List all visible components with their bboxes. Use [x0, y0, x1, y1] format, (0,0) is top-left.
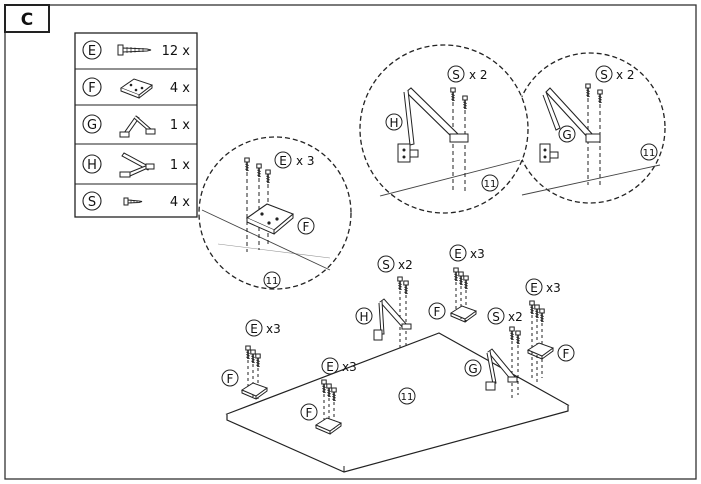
main-hinge-g: S x2 G [464, 307, 523, 400]
part-letter: F [88, 81, 95, 96]
part-letter: G [87, 118, 97, 133]
main-panel-board: 11 [225, 332, 570, 473]
callout-letter: E [250, 322, 258, 336]
hinge-stay-h-icon [119, 152, 155, 178]
part-callout: F [434, 305, 441, 319]
part-callout: F [303, 220, 310, 234]
main-plate-top: E x3 F [428, 244, 485, 323]
part-callout: F [563, 347, 570, 361]
part-qty: 4 x [170, 81, 190, 96]
callout-qty: x 2 [616, 68, 635, 82]
part-letter: H [87, 158, 97, 173]
part-letter: E [88, 44, 96, 59]
step-label-box: C [4, 4, 50, 33]
callout-letter: S [382, 258, 390, 272]
callout-letter: S [600, 68, 608, 82]
detail-hinge-h-screws [449, 87, 469, 192]
part-qty: 1 x [170, 158, 190, 173]
main-hinge-h: S x2 H [355, 255, 413, 350]
main-plate-right: E x3 F [525, 278, 575, 382]
part-callout: G [468, 362, 477, 376]
board-number: 11 [484, 179, 497, 190]
corner-plate-icon [119, 78, 154, 99]
part-callout: H [389, 116, 398, 130]
part-qty: 12 x [162, 44, 191, 59]
parts-list: E 12 x F 4 x G [74, 32, 198, 218]
part-row-g: G 1 x [82, 114, 190, 138]
callout-qty: x3 [470, 247, 485, 261]
detail-plate-circle: E x 3 F 11 [198, 136, 352, 290]
callout-letter: S [452, 68, 460, 82]
small-screw-icon [123, 197, 143, 206]
board-number: 11 [643, 148, 656, 159]
part-letter: S [88, 195, 96, 210]
step-label: C [21, 10, 33, 30]
main-plate-bottom: E x3 F [300, 357, 357, 435]
board-number: 11 [401, 392, 414, 403]
hinge-stay-g-icon [119, 115, 156, 138]
part-row-e: E 12 x [82, 40, 191, 60]
part-qty: 4 x [170, 195, 190, 210]
callout-letter: E [530, 281, 538, 295]
hinge-stay-h-icon [397, 87, 469, 163]
callout-qty: x 2 [469, 68, 488, 82]
part-row-s: S 4 x [82, 191, 190, 211]
wood-screw-icon [117, 44, 152, 56]
callout-qty: x3 [546, 281, 561, 295]
callout-qty: x 3 [296, 154, 315, 168]
board-number: 11 [266, 276, 279, 287]
callout-qty: x2 [398, 258, 413, 272]
part-row-h: H 1 x [82, 152, 190, 178]
part-callout: H [359, 310, 368, 324]
callout-letter: S [492, 310, 500, 324]
detail-hinge-g-circle: S x 2 G 11 [514, 52, 666, 204]
callout-letter: E [326, 360, 334, 374]
callout-qty: x2 [508, 310, 523, 324]
part-row-f: F 4 x [82, 77, 190, 99]
callout-letter: E [454, 247, 462, 261]
callout-qty: x3 [266, 322, 281, 336]
part-callout: F [227, 372, 234, 386]
detail-hinge-h-circle: S x 2 H 11 [359, 44, 529, 214]
part-qty: 1 x [170, 118, 190, 133]
callout-letter: E [279, 154, 287, 168]
part-callout: G [562, 128, 571, 142]
main-plate-left: E x3 F [221, 319, 281, 400]
callout-qty: x3 [342, 360, 357, 374]
part-callout: F [306, 406, 313, 420]
corner-plate-icon [245, 203, 295, 235]
hinge-stay-g-icon [539, 87, 601, 163]
